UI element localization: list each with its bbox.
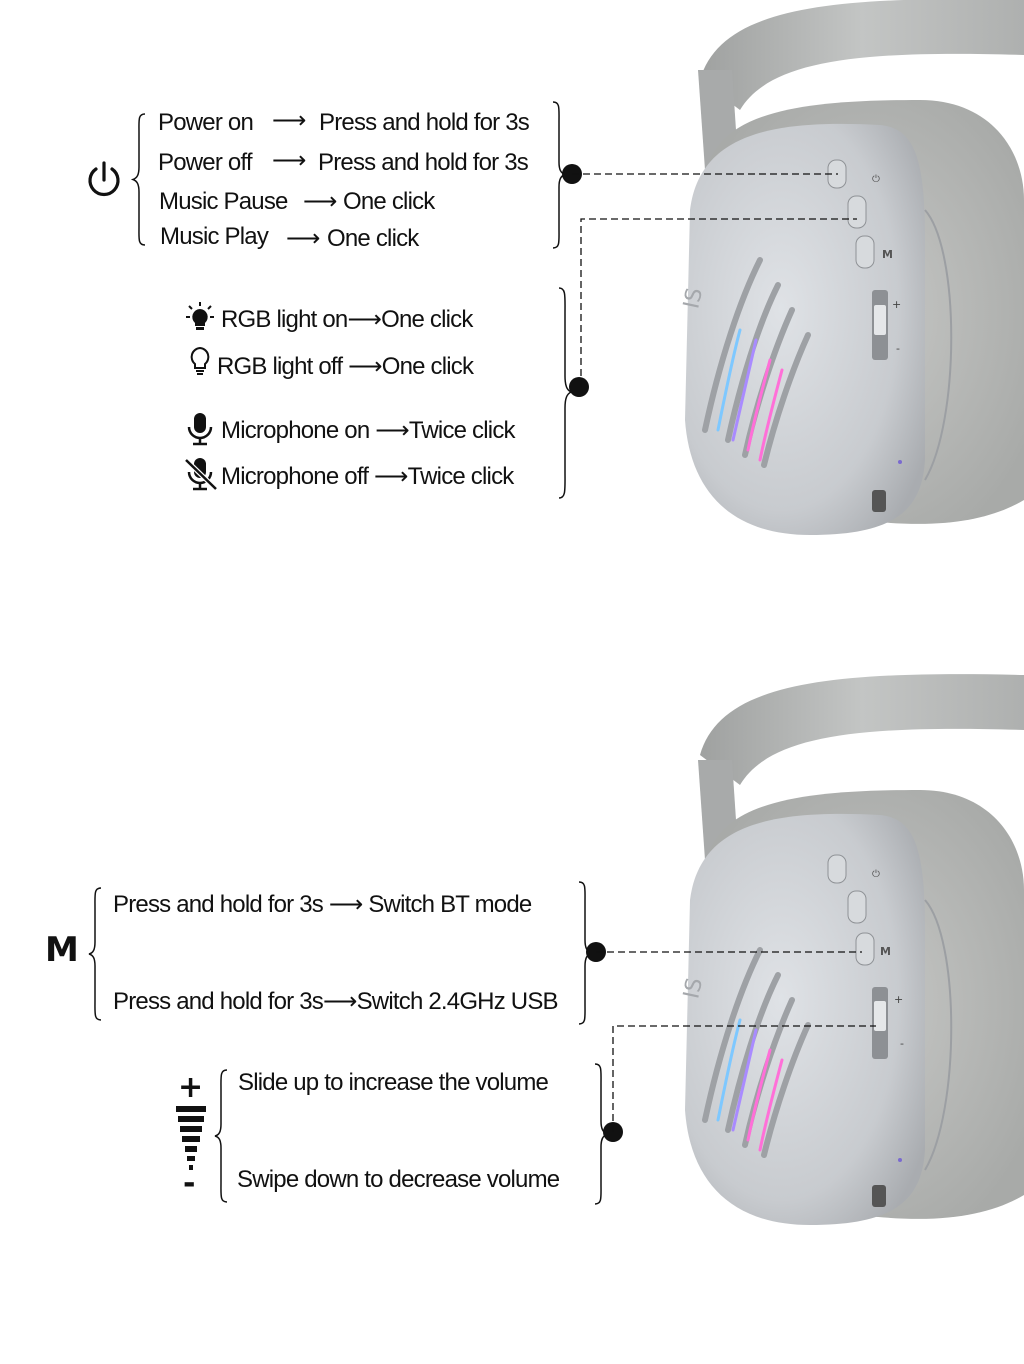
music-pause-label: Music Pause — [159, 188, 288, 215]
microphone-muted-icon — [184, 458, 218, 491]
hp2-minus: - — [900, 1037, 904, 1050]
hp1-m-label: M — [882, 248, 893, 261]
headphone-image-top: IS ⏻ M + - — [679, 0, 1024, 535]
left-brace — [130, 113, 146, 246]
power-off-result: Press and hold for 3s — [318, 149, 529, 176]
mic-on-text: Microphone on ⟶Twice click — [221, 417, 516, 444]
headphone-image-bottom: IS ⏻ M + - — [679, 674, 1024, 1225]
mic-off-text: Microphone off ⟶Twice click — [221, 463, 514, 490]
volume-level-icon — [176, 1106, 206, 1170]
connector-lines-top — [562, 164, 857, 397]
arrow-power-off: ⟶ — [272, 147, 306, 174]
arrow-music-pause: ⟶ — [303, 188, 337, 215]
power-off-label: Power off — [158, 149, 253, 176]
m-button-label: M — [45, 930, 79, 970]
bt-mode-text: Press and hold for 3s ⟶ Switch BT mode — [113, 891, 532, 918]
power-icon — [88, 161, 120, 197]
rgb-on-text: RGB light on⟶One click — [221, 306, 473, 333]
hp1-plus: + — [892, 298, 901, 311]
volume-up-text: Slide up to increase the volume — [238, 1069, 549, 1096]
left-brace-volume — [214, 1069, 228, 1203]
volume-minus-sign: - — [183, 1166, 196, 1201]
microphone-icon — [187, 413, 213, 446]
arrow-power-on: ⟶ — [272, 107, 306, 134]
power-on-label: Power on — [158, 109, 254, 136]
sun-bulb-icon — [186, 302, 214, 330]
volume-plus-sign: + — [178, 1070, 204, 1105]
connector-lines-bottom — [586, 942, 876, 1142]
hp1-minus: - — [896, 342, 900, 355]
left-brace-mode — [88, 887, 102, 1021]
usb-mode-text: Press and hold for 3s⟶Switch 2.4GHz USB — [113, 988, 559, 1015]
svg-text:IS: IS — [679, 976, 708, 1001]
hp2-power-label: ⏻ — [872, 869, 880, 880]
svg-text:IS: IS — [679, 286, 708, 311]
arrow-music-play: ⟶ — [286, 225, 320, 252]
power-on-result: Press and hold for 3s — [319, 109, 530, 136]
hp2-plus: + — [894, 993, 903, 1006]
rgb-off-text: RGB light off ⟶One click — [217, 353, 474, 380]
music-pause-result: One click — [343, 188, 435, 215]
volume-down-text: Swipe down to decrease volume — [237, 1166, 560, 1193]
music-play-label: Music Play — [160, 223, 269, 250]
bulb-icon — [190, 346, 210, 375]
hp2-m-label: M — [880, 945, 891, 958]
hp1-power-label: ⏻ — [872, 174, 880, 185]
music-play-result: One click — [327, 225, 419, 252]
